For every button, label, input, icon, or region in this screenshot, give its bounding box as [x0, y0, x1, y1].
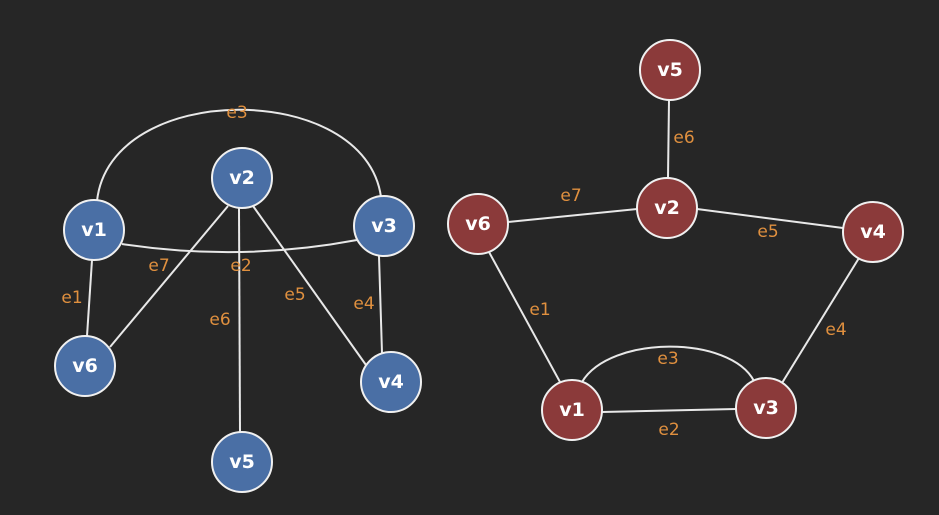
svg-text:v3: v3: [371, 215, 397, 237]
left-edge-e1: [86, 259, 93, 337]
right-edge-e3: [581, 345, 755, 383]
svg-text:v1: v1: [81, 219, 107, 241]
right-edge-label-e4: e4: [825, 320, 846, 340]
left-edge-e7: [109, 205, 229, 348]
right-graph: e1 e2 e3 e4 e5 e6 e7 v1 v2 v3 v4 v5 v6: [447, 39, 904, 441]
left-edge-e3: [96, 108, 382, 202]
svg-text:v4: v4: [860, 221, 886, 243]
right-node-v2: v2: [636, 177, 698, 239]
right-edge-e5: [696, 208, 844, 229]
right-edge-e7: [507, 208, 638, 223]
right-edge-e1: [488, 251, 561, 383]
left-node-v1: v1: [63, 199, 125, 261]
left-edge-label-e2: e2: [230, 256, 251, 276]
right-edge-e2: [601, 408, 737, 413]
right-edge-label-e1: e1: [529, 300, 550, 320]
svg-text:v5: v5: [657, 59, 683, 81]
right-edge-label-e2: e2: [658, 420, 679, 440]
left-edge-e5: [252, 205, 367, 366]
svg-text:v4: v4: [378, 371, 404, 393]
left-edge-label-e6: e6: [209, 310, 230, 330]
left-node-v6: v6: [54, 335, 116, 397]
right-node-v4: v4: [842, 201, 904, 263]
right-node-v6: v6: [447, 193, 509, 255]
svg-text:v6: v6: [72, 355, 98, 377]
right-node-v3: v3: [735, 377, 797, 439]
left-edge-label-e3: e3: [226, 103, 247, 123]
left-graph: e1 e2 e3 e4 e5 e6 e7 v1 v2 v3 v4 v5 v6: [54, 103, 422, 493]
svg-text:v5: v5: [229, 451, 255, 473]
right-node-v5: v5: [639, 39, 701, 101]
left-edge-e4: [378, 255, 383, 354]
left-edge-label-e1: e1: [61, 288, 82, 308]
left-node-v5: v5: [211, 431, 273, 493]
left-node-v2: v2: [211, 147, 273, 209]
left-edge-e6: [238, 207, 241, 433]
svg-text:v2: v2: [654, 197, 680, 219]
svg-text:v1: v1: [559, 399, 585, 421]
left-edge-label-e4: e4: [353, 294, 374, 314]
right-edge-e6: [667, 99, 670, 179]
svg-text:v3: v3: [753, 397, 779, 419]
right-node-v1: v1: [541, 379, 603, 441]
left-node-v4: v4: [360, 351, 422, 413]
left-edge-label-e5: e5: [284, 285, 305, 305]
right-edge-label-e6: e6: [673, 128, 694, 148]
right-edge-label-e3: e3: [657, 349, 678, 369]
right-edge-e4: [781, 257, 860, 384]
svg-text:v6: v6: [465, 213, 491, 235]
left-edge-label-e7: e7: [148, 256, 169, 276]
right-edge-label-e5: e5: [757, 222, 778, 242]
right-edge-label-e7: e7: [560, 186, 581, 206]
svg-text:v2: v2: [229, 167, 255, 189]
left-node-v3: v3: [353, 195, 415, 257]
